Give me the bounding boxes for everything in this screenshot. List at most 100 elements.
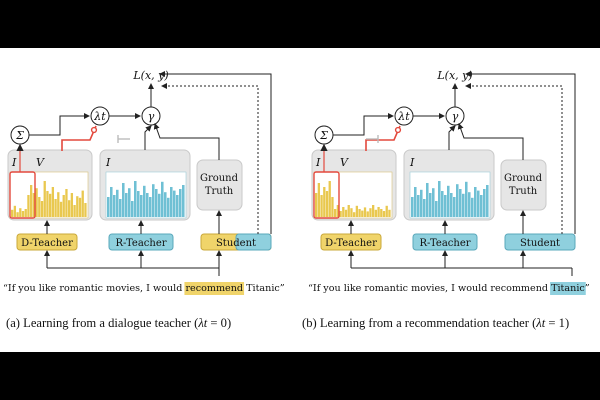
panel-b-i-label-r: I [409, 156, 415, 169]
panel-a-dialogue-bar [84, 203, 87, 217]
panel-a-caption: (a) Learning from a dialogue teacher (λt… [6, 316, 231, 330]
panel-a-recommendation-bar [143, 185, 146, 217]
panel-a-dialogue-bar [78, 197, 82, 217]
panel-b-dialogue-bar [353, 212, 356, 217]
panel-b-recommendation-bar [465, 181, 468, 217]
panel-a-recommendation-bar [164, 192, 167, 217]
panel-b-arrows [333, 71, 576, 276]
panel-a-dialogue-bar [62, 195, 65, 217]
panel-a-gamma: γ [148, 110, 155, 123]
panel-a-recommendation-bar [149, 197, 152, 217]
panel-a-recommendation-bar [158, 193, 161, 217]
panel-b-loss: L(x, y) [436, 69, 472, 82]
panel-a-dialogue-bar [76, 196, 79, 217]
panel-a-i-label-d: I [11, 156, 17, 169]
panel-a-dialogue-bar [54, 199, 57, 217]
panel-a-dialogue-bar [46, 191, 49, 217]
panel-a-dialogue-bar [35, 188, 38, 217]
panel-a-student: Student [216, 238, 256, 249]
panel-b-student-box [504, 233, 576, 251]
panel-a-dialogue-bar [21, 211, 25, 217]
panel-b-dialogue-bar [366, 211, 369, 217]
panel-a-recommendation-bar [125, 193, 128, 217]
panel-a-arrows [29, 71, 272, 276]
panel-a-dialogue-bar [59, 201, 63, 217]
panel-b-dialogue-bar [388, 209, 391, 217]
panel-b-recommendation-bar [438, 181, 441, 217]
panel-b-recommendation-bar [447, 185, 450, 217]
panel-a-recommendation-bar [110, 187, 113, 217]
panel-b: I V I Ground Truth D-Teacher R-Teacher S… [302, 69, 590, 330]
panel-b-dialogue-bar [374, 209, 378, 217]
quote-highlight-bg [550, 282, 586, 295]
panel-b-quote-highlight: Titanic [551, 283, 585, 294]
panel-b-dialogue-bar [336, 205, 340, 217]
panel-a-loss: L(x, y) [132, 69, 168, 82]
panel-a-recommendation-bar [131, 201, 134, 217]
panel-a-dialogue-bar [19, 208, 22, 217]
diagram-canvas: I V I Ground Truth D-Teacher R-Teacher S… [0, 48, 600, 352]
panel-b-ground-truth-1: Ground [504, 173, 543, 184]
panel-a-recommendation-distribution [107, 181, 185, 217]
panel-b-gamma: γ [452, 110, 459, 123]
panel-a-dialogue-bar [16, 212, 19, 217]
panel-a-dialogue-bar [13, 205, 17, 217]
panel-b-dialogue-bar [380, 209, 383, 217]
panel-a-dialogue-bar [70, 193, 74, 217]
panel-b-recommendation-bar [450, 193, 453, 217]
panel-a-recommendation-bar [116, 189, 119, 217]
panel-a-dialogue-bar [38, 197, 41, 217]
panel-a-dialogue-bar [24, 209, 27, 217]
panel-b-caption: (b) Learning from a recommendation teach… [302, 316, 569, 330]
panel-b-dialogue-bar [334, 209, 337, 217]
panel-a-recommendation-bar [137, 191, 140, 217]
panel-b-dialogue-bar [342, 207, 345, 217]
panel-b-student: Student [520, 238, 560, 249]
panel-b-recommendation-bar [414, 187, 417, 217]
panel-b-recommendation-bar [432, 188, 435, 217]
panel-a-quote: “If you like romantic movies, I would re… [3, 283, 285, 294]
panel-a-sum: Σ [15, 129, 24, 142]
panel-b-recommendation-bar [417, 195, 420, 217]
panel-a-recommendation-bar [152, 184, 155, 217]
panel-a-ground-truth-1: Ground [200, 173, 239, 184]
panel-b-recommendation-bar [459, 189, 462, 217]
panel-b-dialogue-bar [369, 208, 372, 217]
panel-b-dotted-loss-path [465, 83, 563, 234]
panel-a-dialogue-distribution [11, 181, 87, 217]
panel-a-dialogue-bar [11, 209, 14, 217]
panel-a-recommendation-bar [113, 195, 116, 217]
panel-a-recommendation-bar [119, 199, 122, 217]
panel-b-dialogue-bar [328, 181, 331, 217]
panel-a-recommendation-bar [170, 187, 173, 217]
panel-a-intent-slice [9, 171, 36, 219]
panel-b-dialogue-bar [315, 193, 318, 217]
panel-b-ground-truth-2: Truth [509, 186, 538, 197]
panel-b-recommendation-bar [441, 191, 444, 217]
panel-a-recommendation-bar [155, 189, 158, 217]
panel-b-recommendation-bar [420, 189, 423, 217]
panel-b-v-label-d: V [340, 156, 349, 169]
panel-a-recommendation-bar [161, 181, 164, 217]
panel-a: I V I Ground Truth D-Teacher R-Teacher S… [3, 69, 285, 330]
panel-a-recommendation-bar [134, 181, 137, 217]
panel-b-dialogue-bar [385, 205, 388, 217]
panel-b-recommendation-bar [435, 201, 438, 217]
quote-highlight-bg [184, 282, 245, 295]
panel-a-recommendation-bar [146, 193, 149, 217]
panel-b-recommendation-bar [480, 195, 483, 217]
panel-b-recommendation-bar [477, 190, 480, 217]
panel-b-d-teacher: D-Teacher [325, 238, 377, 249]
panel-b-recommendation-bar [468, 192, 471, 217]
panel-b-dialogue-bar [344, 209, 348, 217]
panel-b-i-label-d: I [315, 156, 321, 169]
panel-b-recommendation-bar [426, 183, 429, 217]
panel-b-dialogue-bar [347, 205, 350, 217]
panel-b-dialogue-bar [350, 208, 353, 217]
panel-b-dialogue-distribution [315, 181, 391, 217]
panel-a-dialogue-bar [51, 187, 55, 217]
panel-b-dialogue-bar [363, 207, 367, 217]
panel-b-red-lambda-link [365, 125, 401, 151]
panel-a-r-teacher: R-Teacher [115, 238, 166, 249]
